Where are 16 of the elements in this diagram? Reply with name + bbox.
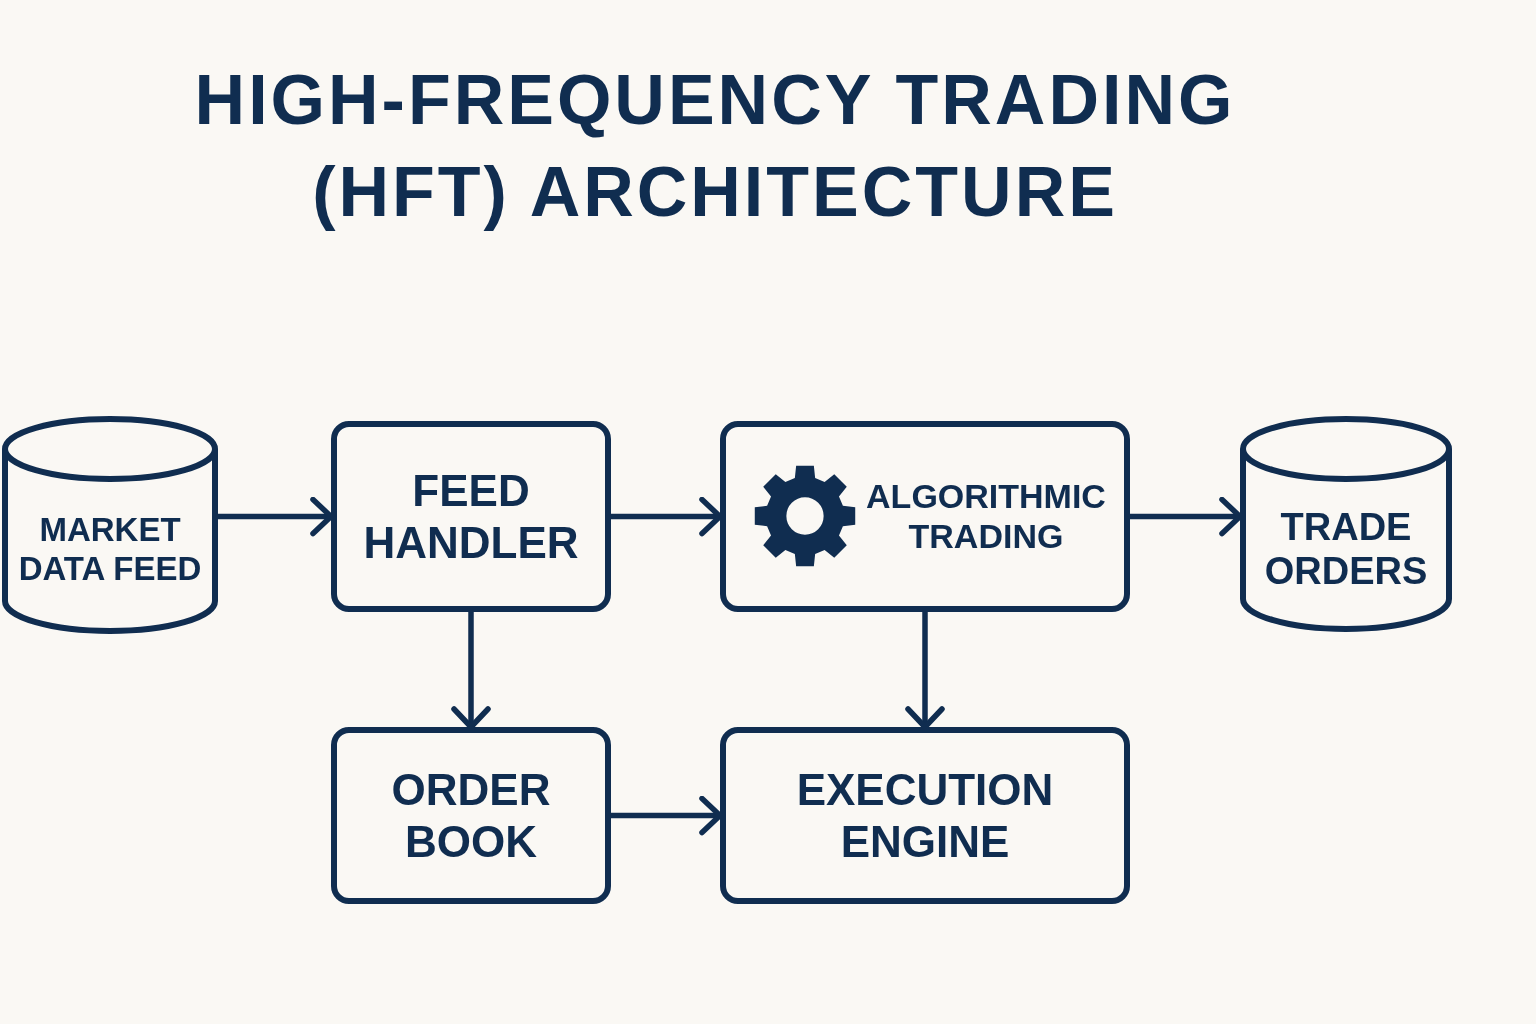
process-box (720, 727, 1130, 904)
arrow (1130, 496, 1243, 537)
diagram-title: HIGH-FREQUENCY TRADING (HFT) ARCHITECTURE (193, 60, 1237, 233)
node-label: ORDER BOOK (390, 764, 552, 867)
process-box (331, 727, 611, 904)
arrow (451, 612, 491, 730)
node-label: EXECUTION ENGINE (795, 764, 1055, 867)
node-label: MARKET DATA FEED (17, 511, 203, 589)
database-cylinder (1240, 416, 1452, 632)
process-box (331, 421, 611, 612)
node-label: TRADE ORDERS (1263, 504, 1429, 594)
database-cylinder (2, 416, 218, 634)
node-label: ALGORITHMIC TRADING (866, 476, 1106, 557)
process-box (720, 421, 1130, 612)
arrow (905, 612, 945, 730)
node-label: FEED HANDLER (362, 465, 580, 568)
